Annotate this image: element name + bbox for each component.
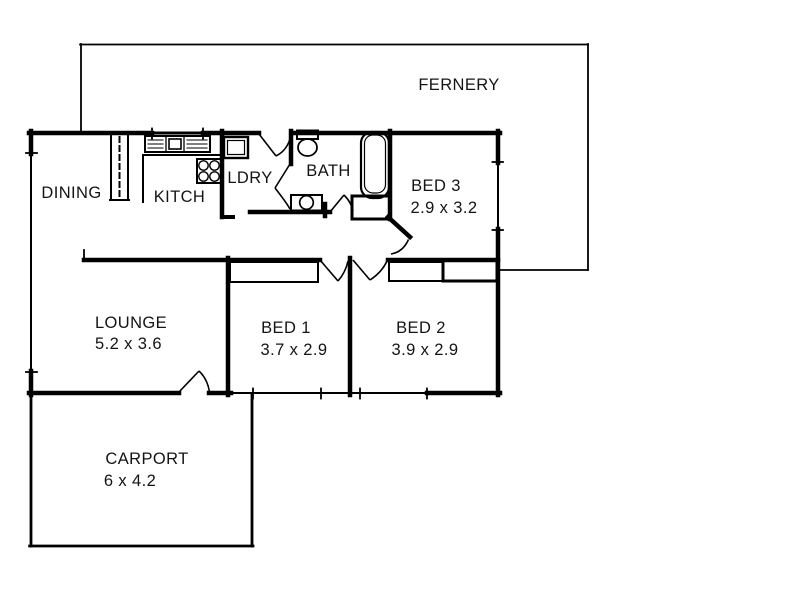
kitchen-bench	[142, 154, 221, 203]
door-swings	[178, 133, 410, 393]
room-dims-bed3: 2.9 x 3.2	[411, 199, 478, 217]
bed1-wardrobe	[229, 261, 319, 283]
laundry-back-door-swing	[258, 133, 292, 157]
bed1-door-swing	[319, 259, 349, 282]
room-dims-carport: 6 x 4.2	[104, 472, 156, 490]
room-label-kitchen: KITCH	[154, 188, 206, 206]
bed2-wardrobe-right	[441, 258, 499, 283]
room-label-laundry: LDRY	[227, 169, 272, 187]
wardrobes	[229, 194, 499, 283]
room-label-fernery: FERNERY	[418, 76, 499, 94]
bath-door-swing	[329, 194, 354, 213]
room-label-bed2: BED 2	[396, 319, 446, 337]
vanity-basin-icon	[290, 194, 323, 212]
bed2-wardrobe-left	[388, 261, 444, 282]
room-dims-bed2: 3.9 x 2.9	[392, 341, 459, 359]
pantry-cupboard-icon	[109, 134, 130, 201]
stove-icon	[196, 158, 222, 184]
window-ticks	[25, 127, 504, 400]
kitchen-fixtures	[109, 134, 222, 203]
bed2-door-swing	[352, 259, 388, 281]
bathtub-icon	[359, 130, 391, 200]
bath-fixtures	[290, 129, 391, 212]
room-label-lounge: LOUNGE	[95, 314, 167, 332]
room-dims-lounge: 5.2 x 3.6	[95, 335, 162, 353]
room-label-carport: CARPORT	[105, 450, 188, 468]
room-label-bath: BATH	[306, 162, 350, 180]
linen-cupboard	[350, 194, 392, 221]
carport-door-swing	[178, 370, 211, 393]
room-label-dining: DINING	[41, 184, 101, 202]
room-dims-bed1: 3.7 x 2.9	[261, 341, 328, 359]
fernery-outline	[79, 43, 589, 271]
toilet-icon	[296, 129, 319, 157]
laundry-bath-door-swing	[274, 163, 291, 210]
room-label-bed3: BED 3	[411, 177, 461, 195]
laundry-tub-icon	[222, 135, 250, 160]
room-label-bed1: BED 1	[261, 319, 311, 337]
carport-outline	[28, 392, 255, 548]
sink-icon	[144, 135, 211, 153]
exterior-walls	[26, 128, 503, 398]
bed3-door-swing	[390, 239, 410, 255]
